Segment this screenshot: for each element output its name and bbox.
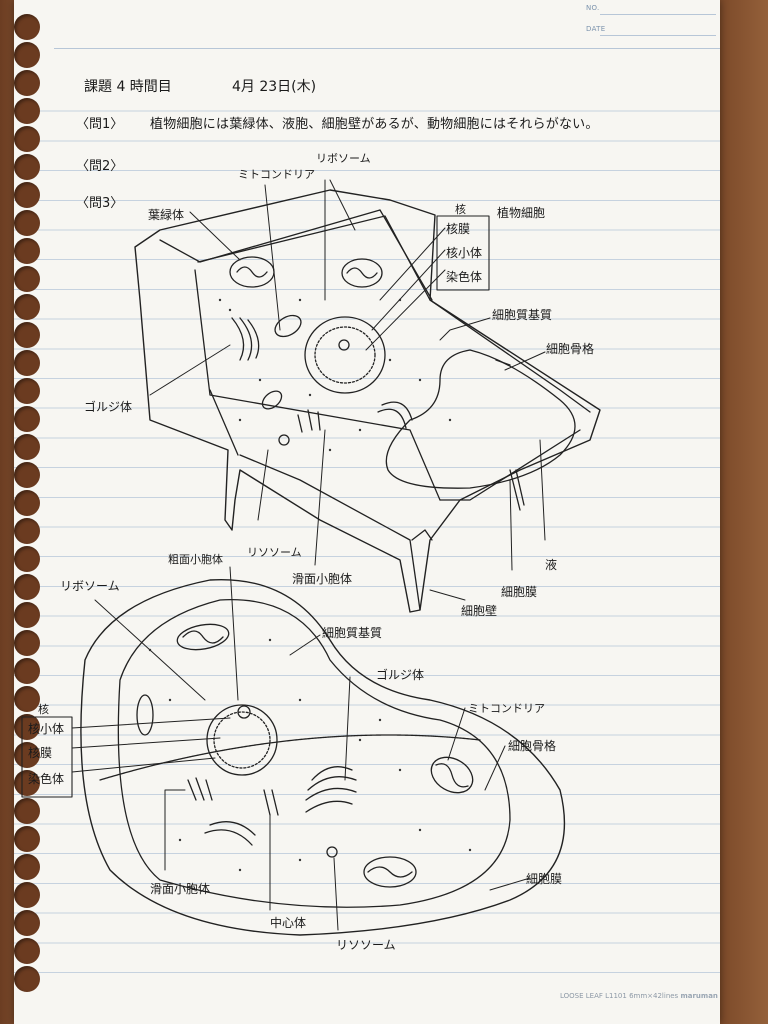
animal-label-mitochondria: ミトコンドリア (468, 702, 545, 715)
binder-hole (14, 126, 40, 152)
loose-leaf-page: NO. DATE LOOSE LEAF L1101 6mm×42lines ma… (14, 0, 720, 1024)
binder-hole (14, 518, 40, 544)
plant-label-ribosome: リボソーム (316, 152, 371, 165)
plant-nucleus-item: 核膜 (446, 222, 471, 236)
footer-imprint: LOOSE LEAF L1101 6mm×42lines maruman (560, 992, 718, 1000)
binder-hole (14, 910, 40, 936)
q3-label: 〈問3〉 (76, 196, 124, 211)
binder-hole (14, 14, 40, 40)
animal-label-golgi: ゴルジ体 (376, 668, 425, 682)
animal-cell-drawing (80, 578, 566, 936)
binder-hole (14, 154, 40, 180)
plant-nucleus-box (436, 215, 490, 291)
plant-label-chloroplast: 葉緑体 (148, 208, 185, 222)
plant-label-cell-membrane: 細胞膜 (501, 585, 538, 599)
binder-hole (14, 630, 40, 656)
binder-hole (14, 882, 40, 908)
plant-label-cytoplasmic-matrix: 細胞質基質 (492, 308, 553, 322)
binder-hole (14, 770, 40, 796)
binder-hole (14, 742, 40, 768)
binder-hole (14, 350, 40, 376)
plant-label-smooth-er: 滑面小胞体 (292, 572, 353, 586)
plant-leader-lines (149, 179, 546, 601)
assignment-date: 4月 23日(木) (232, 79, 317, 95)
footer-brand: maruman (680, 992, 718, 1000)
binder-hole (14, 238, 40, 264)
animal-label-ribosome: リボソーム (60, 579, 120, 593)
binder-hole (14, 210, 40, 236)
plant-label-mitochondria: ミトコンドリア (238, 168, 315, 181)
ruled-lines (14, 0, 720, 1024)
binder-hole (14, 686, 40, 712)
binder-hole (14, 546, 40, 572)
plant-nucleus-item: 核小体 (446, 246, 483, 260)
plant-label-vacuole: 液 (545, 558, 558, 572)
binder-hole (14, 490, 40, 516)
animal-leader-lines (71, 566, 531, 931)
binder-hole (14, 266, 40, 292)
binder-hole (14, 322, 40, 348)
animal-label-centrosome: 中心体 (270, 916, 307, 930)
plant-cell-drawing (134, 189, 601, 613)
footer-product: LOOSE LEAF L1101 6mm×42lines (560, 992, 679, 1000)
binder-hole (14, 938, 40, 964)
plant-label-lysosome: リソソーム (247, 546, 302, 559)
binder-hole (14, 574, 40, 600)
binder-hole (14, 378, 40, 404)
animal-label-rough-er: 粗面小胞体 (168, 553, 223, 566)
date-label: DATE (586, 25, 606, 33)
q1-answer: 植物細胞には葉緑体、液胞、細胞壁があるが、動物細胞にはそれらがない。 (150, 117, 599, 132)
animal-nucleus-item: 染色体 (28, 772, 65, 786)
assignment-title: 課題 4 時間目 (84, 79, 172, 95)
binder-hole (14, 42, 40, 68)
animal-nucleus-box (21, 716, 73, 798)
binder-hole (14, 966, 40, 992)
desk-background-right (716, 0, 768, 1024)
q1-label: 〈問1〉 (76, 117, 124, 132)
animal-label-smooth-er: 滑面小胞体 (150, 882, 211, 896)
no-line (600, 14, 716, 15)
binder-hole (14, 602, 40, 628)
binder-hole (14, 462, 40, 488)
q2-label: 〈問2〉 (76, 159, 124, 174)
animal-nucleus-heading: 核 (38, 703, 49, 716)
binder-hole (14, 434, 40, 460)
binder-hole (14, 294, 40, 320)
no-label: NO. (586, 4, 600, 12)
plant-nucleus-heading: 核 (455, 203, 466, 216)
binder-hole (14, 70, 40, 96)
binder-hole (14, 658, 40, 684)
animal-label-lysosome: リソソーム (336, 938, 396, 952)
date-line (600, 35, 716, 36)
binder-hole (14, 798, 40, 824)
animal-nucleus-item: 核小体 (28, 722, 65, 736)
header-rule (54, 48, 720, 49)
animal-label-cell-membrane: 細胞膜 (526, 872, 563, 886)
binder-hole (14, 826, 40, 852)
binder-hole (14, 854, 40, 880)
plant-label-golgi: ゴルジ体 (84, 400, 133, 414)
plant-nucleus-item: 染色体 (446, 270, 483, 284)
plant-label-cytoskeleton: 細胞骨格 (546, 342, 595, 356)
animal-label-cytoplasmic-matrix: 細胞質基質 (322, 626, 383, 640)
plant-label-cell-wall: 細胞壁 (461, 604, 498, 618)
binder-hole (14, 98, 40, 124)
binder-hole (14, 406, 40, 432)
plant-cell-title: 植物細胞 (497, 206, 546, 220)
binder-hole (14, 714, 40, 740)
animal-label-cytoskeleton: 細胞骨格 (508, 739, 557, 753)
animal-nucleus-item: 核膜 (28, 746, 53, 760)
binder-hole (14, 182, 40, 208)
